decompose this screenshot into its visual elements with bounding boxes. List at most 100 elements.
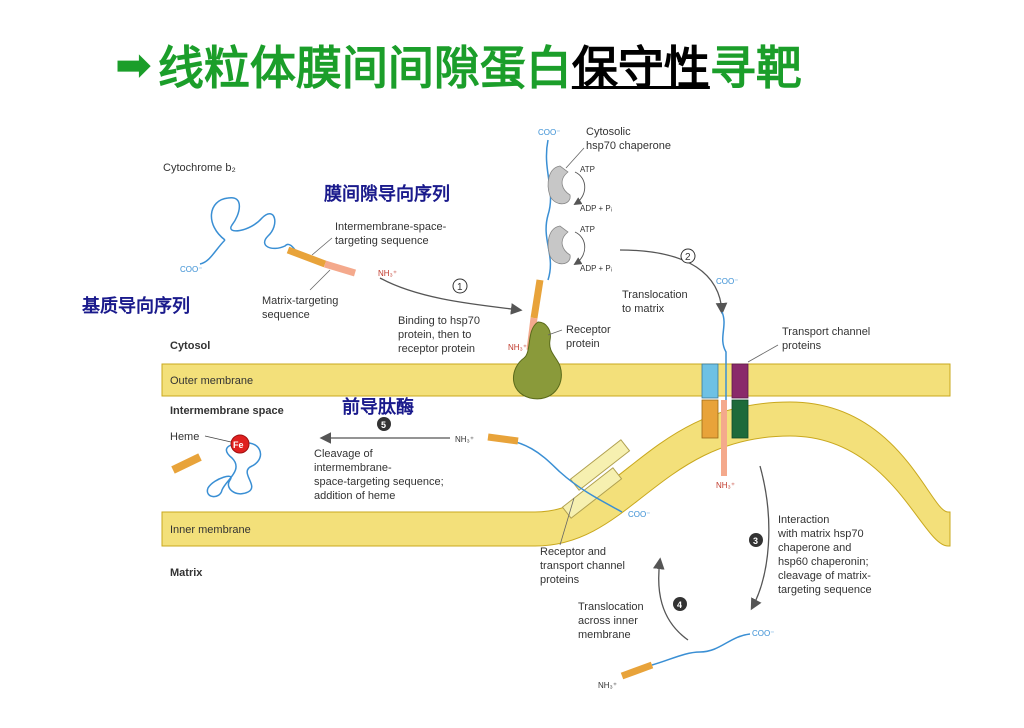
step1-line1: Binding to hsp70 [398, 315, 480, 327]
step1-marker [452, 278, 468, 294]
nh3-left: NH₃⁺ [378, 269, 397, 278]
top-chain [545, 139, 552, 281]
receptor-transport-line1: Receptor and [540, 546, 606, 558]
adp-1: ADP + Pᵢ [580, 204, 612, 213]
cytochrome-chain [210, 197, 301, 257]
cytochrome-chain-tail [199, 239, 226, 265]
channel-inner-right [731, 399, 749, 439]
inner-membrane [161, 401, 951, 547]
title-suffix: 寻靶 [709, 41, 802, 95]
step2-line1: Translocation [622, 289, 688, 301]
channel-outer-right [731, 363, 749, 399]
transport-channel-line2: proteins [782, 340, 822, 352]
transport-channel-line1: Transport channel [782, 326, 870, 338]
step4-number: 4 [677, 600, 682, 610]
step3-marker [749, 533, 763, 547]
step4-marker [673, 597, 687, 611]
ims-targeting-segment [286, 246, 327, 268]
step1-number: 1 [457, 282, 463, 293]
step5-marker [377, 417, 391, 431]
adp-2: ADP + Pᵢ [580, 264, 612, 273]
matrix-ims-segment [620, 661, 654, 680]
cytosol-label: Cytosol [170, 340, 210, 352]
leader-matrix [309, 269, 331, 291]
step3-line3: chaperone and [778, 542, 851, 554]
step1-arrow [379, 277, 523, 315]
leader-channel [747, 344, 779, 363]
arrow-right-icon: ➡ [115, 39, 152, 91]
fe-label: Fe [233, 440, 244, 450]
matrix-targeting-line1: Matrix-targeting [262, 295, 338, 307]
step2-arrow [619, 249, 728, 315]
leader-inner-receptor [559, 497, 575, 546]
title-prefix: 线粒体膜间间隙蛋白 [157, 41, 572, 95]
step5-line3: space-targeting sequence; [314, 476, 444, 488]
step3-line1: Interaction [778, 514, 829, 526]
heme-fe [230, 434, 250, 454]
step5-number: 5 [381, 420, 386, 430]
precursor-ims-segment [530, 279, 544, 319]
coo-mid: COO⁻ [716, 277, 738, 286]
cytosolic-chaperone-line1: Cytosolic [586, 126, 631, 138]
cn-protease-label: 前导肽酶 [342, 397, 414, 418]
leader-ims [311, 237, 333, 256]
matrix-targeting-segment [323, 260, 357, 277]
cytochrome-b2-label: Cytochrome b₂ [163, 162, 236, 174]
step2-marker [680, 248, 696, 264]
nh3-channel: NH₃⁺ [716, 481, 735, 490]
title-highlight: 保守性 [571, 41, 710, 95]
ims-released-segment [487, 433, 519, 445]
outer-membrane-label: Outer membrane [170, 375, 253, 387]
channel-inner-left [701, 399, 719, 439]
step4-arrow [653, 557, 689, 641]
intermembrane-space-label: Intermembrane space [170, 405, 284, 417]
ims-targeting-line2: targeting sequence [335, 235, 429, 247]
atp-2: ATP [580, 225, 595, 234]
matrix-label: Matrix [170, 567, 203, 579]
translocating-chain [721, 311, 727, 400]
cn-matrix-targeting-label: 基质导向序列 [82, 296, 190, 317]
step3-line2: with matrix hsp70 [777, 528, 864, 540]
step1-line3: receptor protein [398, 343, 475, 355]
matrix-chain [651, 633, 751, 666]
nh3-receptor: NH₃⁺ [508, 343, 527, 352]
coo-top: COO⁻ [538, 128, 560, 137]
step3-line6: targeting sequence [778, 584, 872, 596]
step1-line2: protein, then to [398, 329, 471, 341]
inner-membrane-label: Inner membrane [170, 524, 251, 536]
receptor-transport-line3: proteins [540, 574, 580, 586]
step5-line2: intermembrane- [314, 462, 392, 474]
receptor-transport-line2: transport channel [540, 560, 625, 572]
step5-line1: Cleavage of [314, 448, 374, 460]
matrix-targeting-line2: sequence [262, 309, 310, 321]
receptor-line1: Receptor [566, 324, 611, 336]
atp-1: ATP [580, 165, 595, 174]
atp-arrow-2 [573, 231, 586, 265]
channel-outer-left [701, 363, 719, 399]
coo-bottom: COO⁻ [752, 629, 774, 638]
step4-line3: membrane [578, 629, 631, 641]
step3-arrow [750, 465, 770, 611]
cytosolic-chaperone-line2: hsp70 chaperone [586, 140, 671, 152]
leader-receptor [547, 329, 563, 336]
cn-ims-targeting-label: 膜间隙导向序列 [324, 184, 450, 205]
coo-left: COO⁻ [180, 265, 202, 274]
step3-line4: hsp60 chaperonin; [778, 556, 869, 568]
atp-arrow-1 [573, 171, 586, 205]
chaperone-2 [547, 225, 571, 265]
leader-chaperone [565, 147, 585, 169]
step3-line5: cleavage of matrix- [778, 570, 871, 582]
mature-cytochrome [206, 442, 262, 498]
heme-leader [204, 435, 232, 443]
step3-number: 3 [753, 536, 758, 546]
ims-targeting-line1: Intermembrane-space- [335, 221, 447, 233]
step2-number: 2 [685, 252, 691, 263]
step4-line2: across inner [578, 615, 638, 627]
inner-chain [491, 437, 623, 513]
step5-line4: addition of heme [314, 490, 395, 502]
receptor-line2: protein [566, 338, 600, 350]
heme-label: Heme [170, 431, 199, 443]
step2-line2: to matrix [622, 303, 665, 315]
step4-line1: Translocation [578, 601, 644, 613]
